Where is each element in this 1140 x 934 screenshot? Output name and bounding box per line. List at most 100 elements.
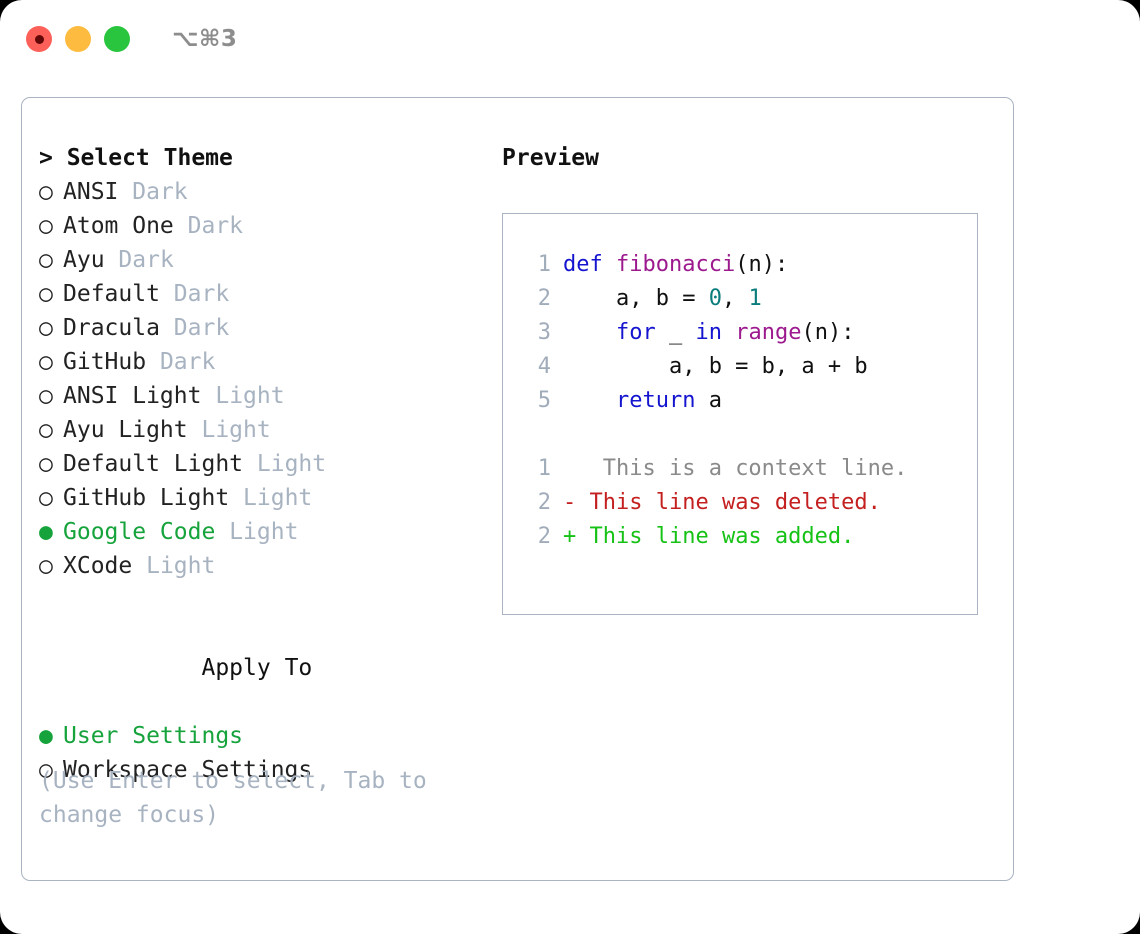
radio-unselected-icon: ○ — [39, 349, 53, 375]
theme-option-name: Google Code — [63, 519, 216, 545]
apply-to-header-label: Apply To — [201, 655, 313, 681]
theme-option-google-code[interactable]: ●Google Code Light — [39, 515, 499, 549]
theme-option-name: ANSI — [63, 179, 119, 205]
code-line: 5 return a — [517, 384, 977, 418]
code-token-kw: for — [615, 320, 656, 345]
code-token-plain: a, b = — [563, 286, 709, 311]
theme-option-variant: Dark — [132, 179, 188, 205]
code-token-plain — [722, 320, 735, 345]
code-token-plain — [563, 320, 616, 345]
diff-line-add: 2+ This line was added. — [517, 520, 977, 554]
theme-option-dracula[interactable]: ○ Dracula Dark — [39, 311, 499, 345]
theme-option-variant: Light — [243, 485, 313, 511]
keyboard-hint: (Use Enter to select, Tab to change focu… — [39, 768, 427, 828]
theme-selector-column: > Select Theme ○ANSI Dark○Atom One Dark○… — [39, 141, 499, 787]
theme-option-github-light[interactable]: ○ GitHub Light Light — [39, 481, 499, 515]
radio-selected-icon: ● — [39, 723, 53, 749]
radio-unselected-icon: ○ — [39, 281, 53, 307]
theme-option-variant: Dark — [187, 213, 244, 239]
radio-unselected-icon: ○ — [39, 485, 53, 511]
theme-option-gap — [160, 315, 174, 341]
theme-option-atom-one[interactable]: ○ Atom One Dark — [39, 209, 499, 243]
radio-unselected-icon: ○ — [39, 315, 53, 341]
apply-to-option-name: Workspace Settings — [63, 757, 313, 783]
list-spacer — [39, 583, 499, 617]
apply-to-option-user-settings[interactable]: ● User Settings — [39, 719, 499, 753]
code-line: 4 a, b = b, a + b — [517, 350, 977, 384]
theme-option-gap — [201, 383, 215, 409]
diff-line-del: 2- This line was deleted. — [517, 486, 977, 520]
minimize-button[interactable] — [65, 26, 91, 52]
preview-title: Preview — [502, 145, 599, 171]
code-line: 2 a, b = 0, 1 — [517, 282, 977, 316]
theme-option-name: GitHub — [63, 349, 147, 375]
code-token-kw: in — [695, 320, 722, 345]
radio-unselected-icon: ○ — [39, 213, 53, 239]
theme-option-github[interactable]: ○GitHub Dark — [39, 345, 499, 379]
diff-line-number: 1 — [537, 456, 551, 481]
theme-option-variant: Dark — [173, 281, 230, 307]
theme-option-variant: Dark — [173, 315, 230, 341]
code-token-num: 1 — [748, 286, 762, 311]
close-button[interactable] — [26, 26, 52, 52]
code-token-plain: a — [695, 388, 722, 413]
theme-option-name: Ayu Light — [63, 417, 188, 443]
radio-unselected-icon: ○ — [39, 553, 53, 579]
code-token-num: 0 — [708, 286, 722, 311]
code-token-plain — [563, 388, 616, 413]
theme-option-gap — [229, 485, 243, 511]
theme-option-variant: Light — [146, 553, 216, 579]
apply-to-option-workspace-settings[interactable]: ○ Workspace Settings — [39, 753, 499, 787]
code-token-fn: range — [735, 320, 802, 345]
theme-option-xcode[interactable]: ○ XCode Light — [39, 549, 499, 583]
code-line-number: 2 — [537, 286, 551, 311]
theme-option-gap — [105, 247, 119, 273]
radio-unselected-icon: ○ — [39, 179, 53, 205]
code-line-number: 1 — [537, 252, 551, 277]
theme-option-name: GitHub Light — [63, 485, 230, 511]
theme-option-gap — [146, 349, 160, 375]
code-token-kw: return — [615, 388, 696, 413]
apply-to-indent — [177, 651, 201, 685]
theme-option-ayu-light[interactable]: ○Ayu Light Light — [39, 413, 499, 447]
theme-option-ansi-light[interactable]: ○ANSI Light Light — [39, 379, 499, 413]
radio-selected-icon: ● — [39, 519, 53, 545]
theme-option-default-light[interactable]: ○ Default Light Light — [39, 447, 499, 481]
radio-unselected-icon: ○ — [39, 247, 53, 273]
theme-option-name: Default Light — [63, 451, 244, 477]
theme-option-variant: Light — [256, 451, 327, 477]
theme-option-name: Ayu — [63, 247, 105, 273]
diff-line-context: 1 This is a context line. — [517, 452, 977, 486]
code-line-number: 4 — [537, 354, 551, 379]
theme-option-variant: Light — [215, 383, 285, 409]
diff-sign — [563, 456, 576, 481]
diff-text: This line was added. — [576, 524, 855, 549]
code-token-plain: a, b = b, a + b — [563, 354, 868, 379]
select-theme-header: > Select Theme — [39, 145, 233, 171]
keyboard-shortcut-label: ⌥⌘3 — [172, 26, 238, 52]
code-line-number: 3 — [537, 320, 551, 345]
code-token-plain: , — [721, 286, 749, 311]
code-token-kw: def — [563, 252, 616, 277]
theme-option-ansi[interactable]: ○ ANSI Dark — [39, 175, 499, 209]
radio-unselected-icon: ○ — [39, 757, 53, 783]
maximize-button[interactable] — [104, 26, 130, 52]
radio-unselected-icon: ○ — [39, 417, 53, 443]
theme-option-name: Default — [63, 281, 160, 307]
theme-option-gap — [160, 281, 174, 307]
theme-list: ○ ANSI Dark ○ Atom One Dark ○ Ayu Dark ○ Defaul… — [39, 175, 499, 583]
code-blank-line — [517, 418, 977, 452]
radio-unselected-icon: ○ — [39, 451, 53, 477]
theme-option-name: Dracula — [63, 315, 160, 341]
theme-option-name: XCode — [63, 553, 133, 579]
diff-text: This line was deleted. — [576, 490, 881, 515]
theme-option-ayu[interactable]: ○Ayu Dark — [39, 243, 499, 277]
theme-option-default[interactable]: ○ Default Dark — [39, 277, 499, 311]
theme-option-name: Atom One — [63, 213, 174, 239]
apply-to-option-name: User Settings — [63, 723, 244, 749]
diff-line-number: 2 — [537, 524, 551, 549]
